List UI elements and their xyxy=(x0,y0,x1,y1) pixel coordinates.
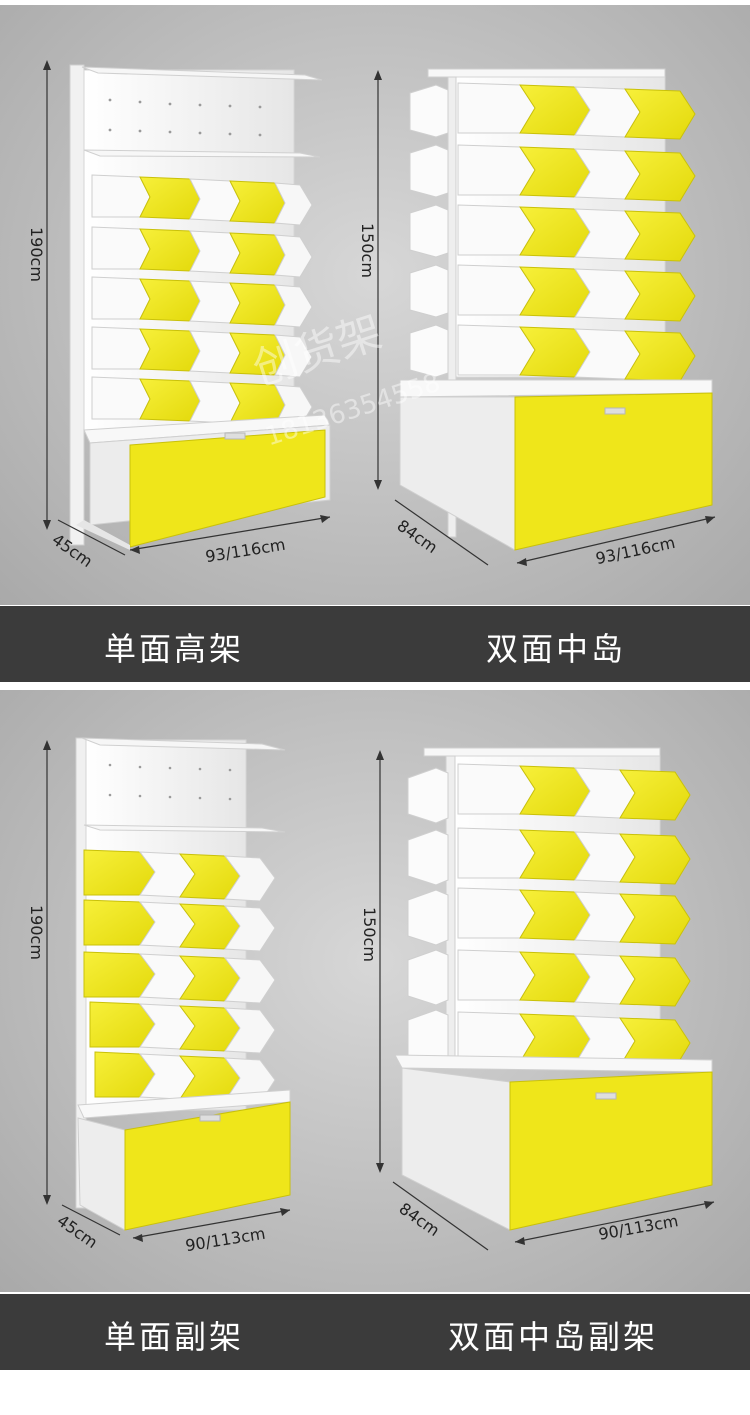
top-shelves-illustration xyxy=(43,60,716,566)
caption-double-island: 双面中岛 xyxy=(486,630,627,668)
double-island-rack xyxy=(374,68,716,566)
caption-single-addon: 单面副架 xyxy=(104,1318,245,1356)
height-label-2: 150cm xyxy=(358,223,377,278)
single-addon-rack xyxy=(43,737,291,1242)
bottom-product-panel: 190cm 45cm 90/113cm 150cm 84cm 90/113cm xyxy=(0,690,750,1292)
height-label-1: 190cm xyxy=(27,227,46,282)
double-island-addon-rack xyxy=(376,747,715,1251)
caption-single-tall: 单面高架 xyxy=(104,630,245,668)
caption-double-island-addon: 双面中岛副架 xyxy=(448,1318,659,1356)
height-label-3: 190cm xyxy=(27,905,46,960)
bottom-shelves-illustration xyxy=(43,737,715,1251)
height-label-4: 150cm xyxy=(360,907,379,962)
top-product-panel: 190cm 45cm 93/116cm 150cm 84cm 93/116cm … xyxy=(0,5,750,605)
bottom-caption-band: 单面副架 双面中岛副架 xyxy=(0,1294,750,1370)
single-tall-rack xyxy=(43,60,331,556)
top-caption-band: 单面高架 双面中岛 xyxy=(0,606,750,682)
